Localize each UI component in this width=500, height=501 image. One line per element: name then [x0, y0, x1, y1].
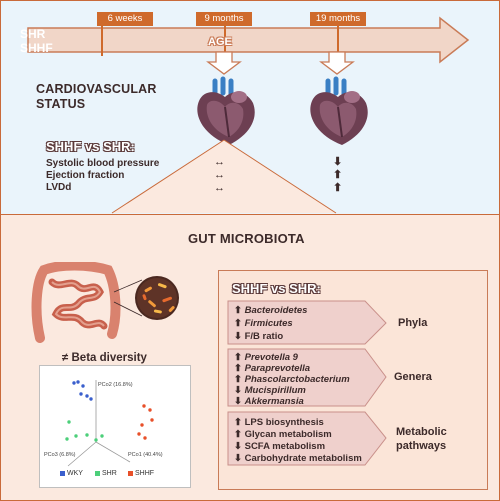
- legend-swatch-shhf: [128, 470, 133, 476]
- pcoa-axis-label-pc2: PCo2 (16.8%): [98, 382, 133, 388]
- timepoint-tick: [101, 26, 103, 56]
- genera-row: ⬆ Paraprevotella: [234, 363, 311, 374]
- genera-row: ⬆ Phascolarctobacterium: [234, 374, 350, 385]
- metric-lvdd: LVDd: [46, 182, 72, 193]
- timeline-down-arrows: [206, 51, 355, 75]
- gut-title: GUT MICROBIOTA: [188, 231, 305, 246]
- legend-label: SHR: [102, 470, 117, 477]
- age-arrow: [27, 16, 470, 64]
- pathway-row: ⬇ Carbohydrate metabolism: [234, 453, 362, 464]
- wky-points: [72, 380, 93, 401]
- cardio-comparison-heading: SHHF vs SHR:: [46, 139, 135, 154]
- category-label-phyla: Phyla: [398, 317, 428, 329]
- timepoint-tick: [224, 26, 226, 56]
- arrow-9m-sbp: ↔: [214, 156, 225, 168]
- shr-points: [65, 420, 104, 442]
- category-label-metabolic: Metabolic: [396, 426, 447, 438]
- legend-swatch-shr: [95, 470, 100, 476]
- pcoa-plot: PCo2 (16.8%) PCo1 (40.4%) PCo3 (6.8%) WK…: [39, 365, 191, 488]
- legend-item-shr: SHR: [95, 470, 117, 477]
- legend-item-wky: WKY: [60, 470, 83, 477]
- group-label-shr: SHR: [20, 27, 46, 41]
- pcoa-axis-label-pc3: PCo3 (6.8%): [44, 452, 76, 458]
- intestine-icon: [31, 262, 179, 343]
- arrow-19m-sbp: ⬇: [333, 156, 343, 168]
- pathway-row: ⬆ LPS biosynthesis: [234, 417, 324, 428]
- phyla-row: ⬆ Firmicutes: [234, 318, 293, 329]
- cardio-title-line1: CARDIOVASCULAR: [36, 82, 157, 96]
- phyla-row: ⬆ Bacteroidetes: [234, 305, 308, 316]
- beta-diversity-label: ≠ Beta diversity: [62, 352, 147, 364]
- gut-comparison-heading: SHHF vs SHR:: [232, 281, 321, 296]
- arrow-9m-ef: ↔: [214, 169, 225, 181]
- metric-ejection-fraction: Ejection fraction: [46, 170, 125, 181]
- genera-row: ⬆ Prevotella 9: [234, 352, 298, 363]
- phyla-row: ⬇ F/B ratio: [234, 331, 284, 342]
- heart-icon: [310, 76, 368, 145]
- timepoint-9-months: 9 months: [196, 12, 252, 26]
- genera-row: ⬇ Akkermansia: [234, 396, 304, 407]
- genera-row: ⬇ Mucispirillum: [234, 385, 306, 396]
- legend-swatch-wky: [60, 470, 65, 476]
- cardio-title-line2: STATUS: [36, 97, 86, 111]
- arrow-19m-ef: ⬆: [333, 169, 343, 181]
- category-label-pathways: pathways: [396, 440, 447, 452]
- arrow-9m-lvdd: ↔: [214, 182, 225, 194]
- group-label-shhf: SHHF: [20, 41, 53, 55]
- metric-systolic-bp: Systolic blood pressure: [46, 158, 160, 169]
- category-label-genera: Genera: [394, 371, 432, 383]
- pcoa-axis-label-pc1: PCo1 (40.4%): [128, 452, 163, 458]
- pathway-row: ⬇ SCFA metabolism: [234, 441, 326, 452]
- heart-icon: [197, 76, 255, 145]
- shhf-points: [137, 404, 154, 440]
- arrow-19m-lvdd: ⬆: [333, 182, 343, 194]
- legend-item-shhf: SHHF: [128, 470, 154, 477]
- timepoint-19-months: 19 months: [310, 12, 366, 26]
- legend-label: WKY: [67, 470, 83, 477]
- timepoint-6-weeks: 6 weeks: [97, 12, 153, 26]
- pathway-row: ⬆ Glycan metabolism: [234, 429, 332, 440]
- age-axis-label: AGE: [208, 36, 232, 48]
- legend-label: SHHF: [135, 470, 155, 477]
- timepoint-tick: [337, 26, 339, 56]
- pcoa-axes: [65, 380, 154, 467]
- expansion-triangle: [111, 139, 337, 214]
